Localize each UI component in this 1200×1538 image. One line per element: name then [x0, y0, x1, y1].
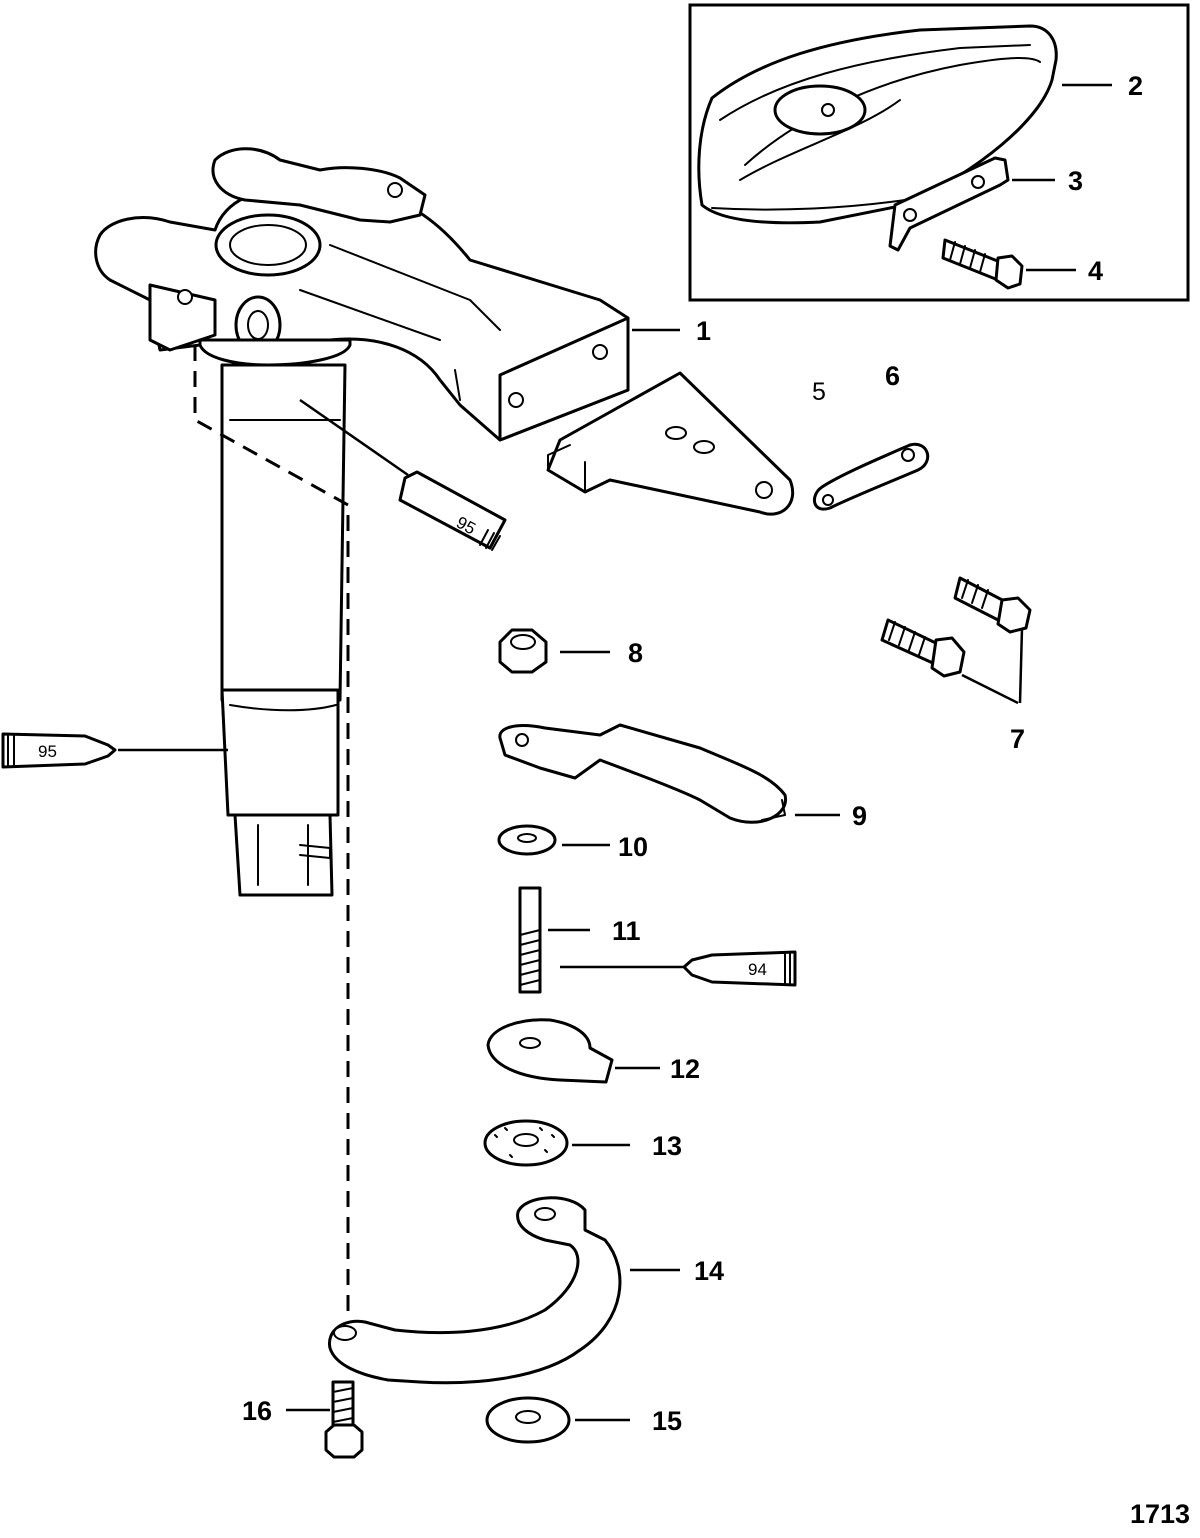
part-13-pad: [483, 1119, 569, 1167]
part-14-bracket: [328, 1196, 622, 1385]
part-4-bolt: [941, 238, 1024, 290]
inset-box: [688, 3, 1190, 302]
callout-1: 1: [696, 316, 711, 346]
callout-3: 3: [1068, 166, 1083, 196]
tube-label-left: 95: [38, 742, 57, 761]
figure-number: 1713: [1130, 1499, 1190, 1529]
callout-15: 15: [652, 1406, 682, 1436]
part-10-washer: [497, 824, 557, 856]
callout-2: 2: [1128, 71, 1143, 101]
part-2-cover-plate: [697, 24, 1058, 225]
part-1-swivel-bracket: [94, 147, 630, 442]
part-5-bracket: [546, 371, 795, 516]
part-8-nut: [498, 628, 548, 674]
callout-5: 5: [812, 378, 826, 406]
leader-lines: [286, 83, 1112, 1422]
callout-11: 11: [612, 916, 641, 946]
lubricant-tube-right: 94: [560, 950, 797, 987]
tube-label-right: 94: [748, 960, 767, 979]
part-11-stud: [518, 886, 542, 994]
part-3-clip: [888, 156, 1010, 252]
callout-14: 14: [694, 1256, 724, 1286]
callout-9: 9: [852, 801, 867, 831]
callout-8: 8: [628, 638, 643, 668]
lubricant-tube-left: 95: [1, 732, 228, 769]
callout-12: 12: [670, 1054, 700, 1084]
part-6-link: [813, 442, 930, 511]
callout-10: 10: [618, 832, 648, 862]
part-7-bolts: [880, 576, 1032, 705]
callout-13: 13: [652, 1131, 682, 1161]
callout-4: 4: [1088, 256, 1103, 286]
part-16-screw: [324, 1380, 364, 1459]
callout-7: 7: [1010, 724, 1025, 754]
alignment-lines: [193, 345, 350, 1320]
part-15-pad: [485, 1396, 571, 1444]
part-9-link: [498, 723, 787, 824]
callout-16: 16: [242, 1396, 272, 1426]
steering-shaft: [220, 363, 347, 897]
part-12-tab-washer: [486, 1018, 614, 1084]
callout-labels: 1 2 3 4 5 6 7 8 9 10 11 12 13 14 15 16 1…: [242, 71, 1190, 1529]
callout-6: 6: [885, 361, 900, 391]
